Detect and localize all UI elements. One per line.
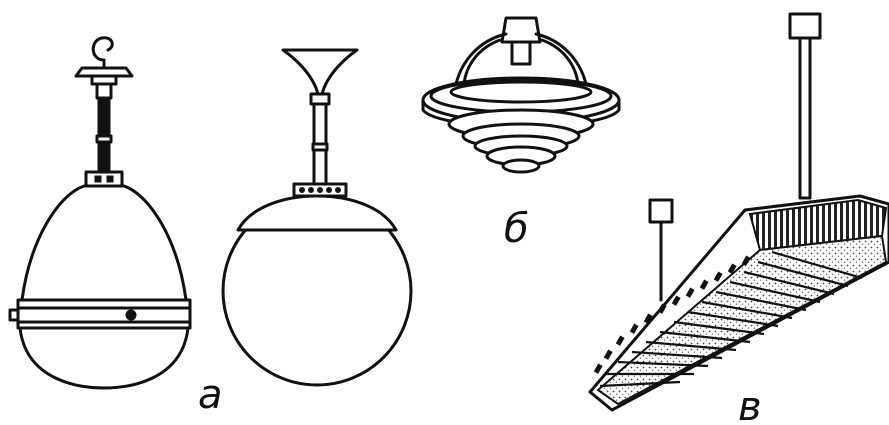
ceiling-stepped-lamp — [421, 16, 621, 174]
label-c: в — [738, 384, 762, 425]
label-b: б — [504, 206, 529, 252]
label-a: а — [198, 372, 223, 418]
bell-pendant-lamp — [8, 36, 192, 390]
edge-slots — [593, 255, 751, 374]
linear-louver-lamp — [588, 12, 889, 412]
globe-pendant-lamp — [221, 48, 413, 387]
louver-strips — [599, 250, 863, 388]
